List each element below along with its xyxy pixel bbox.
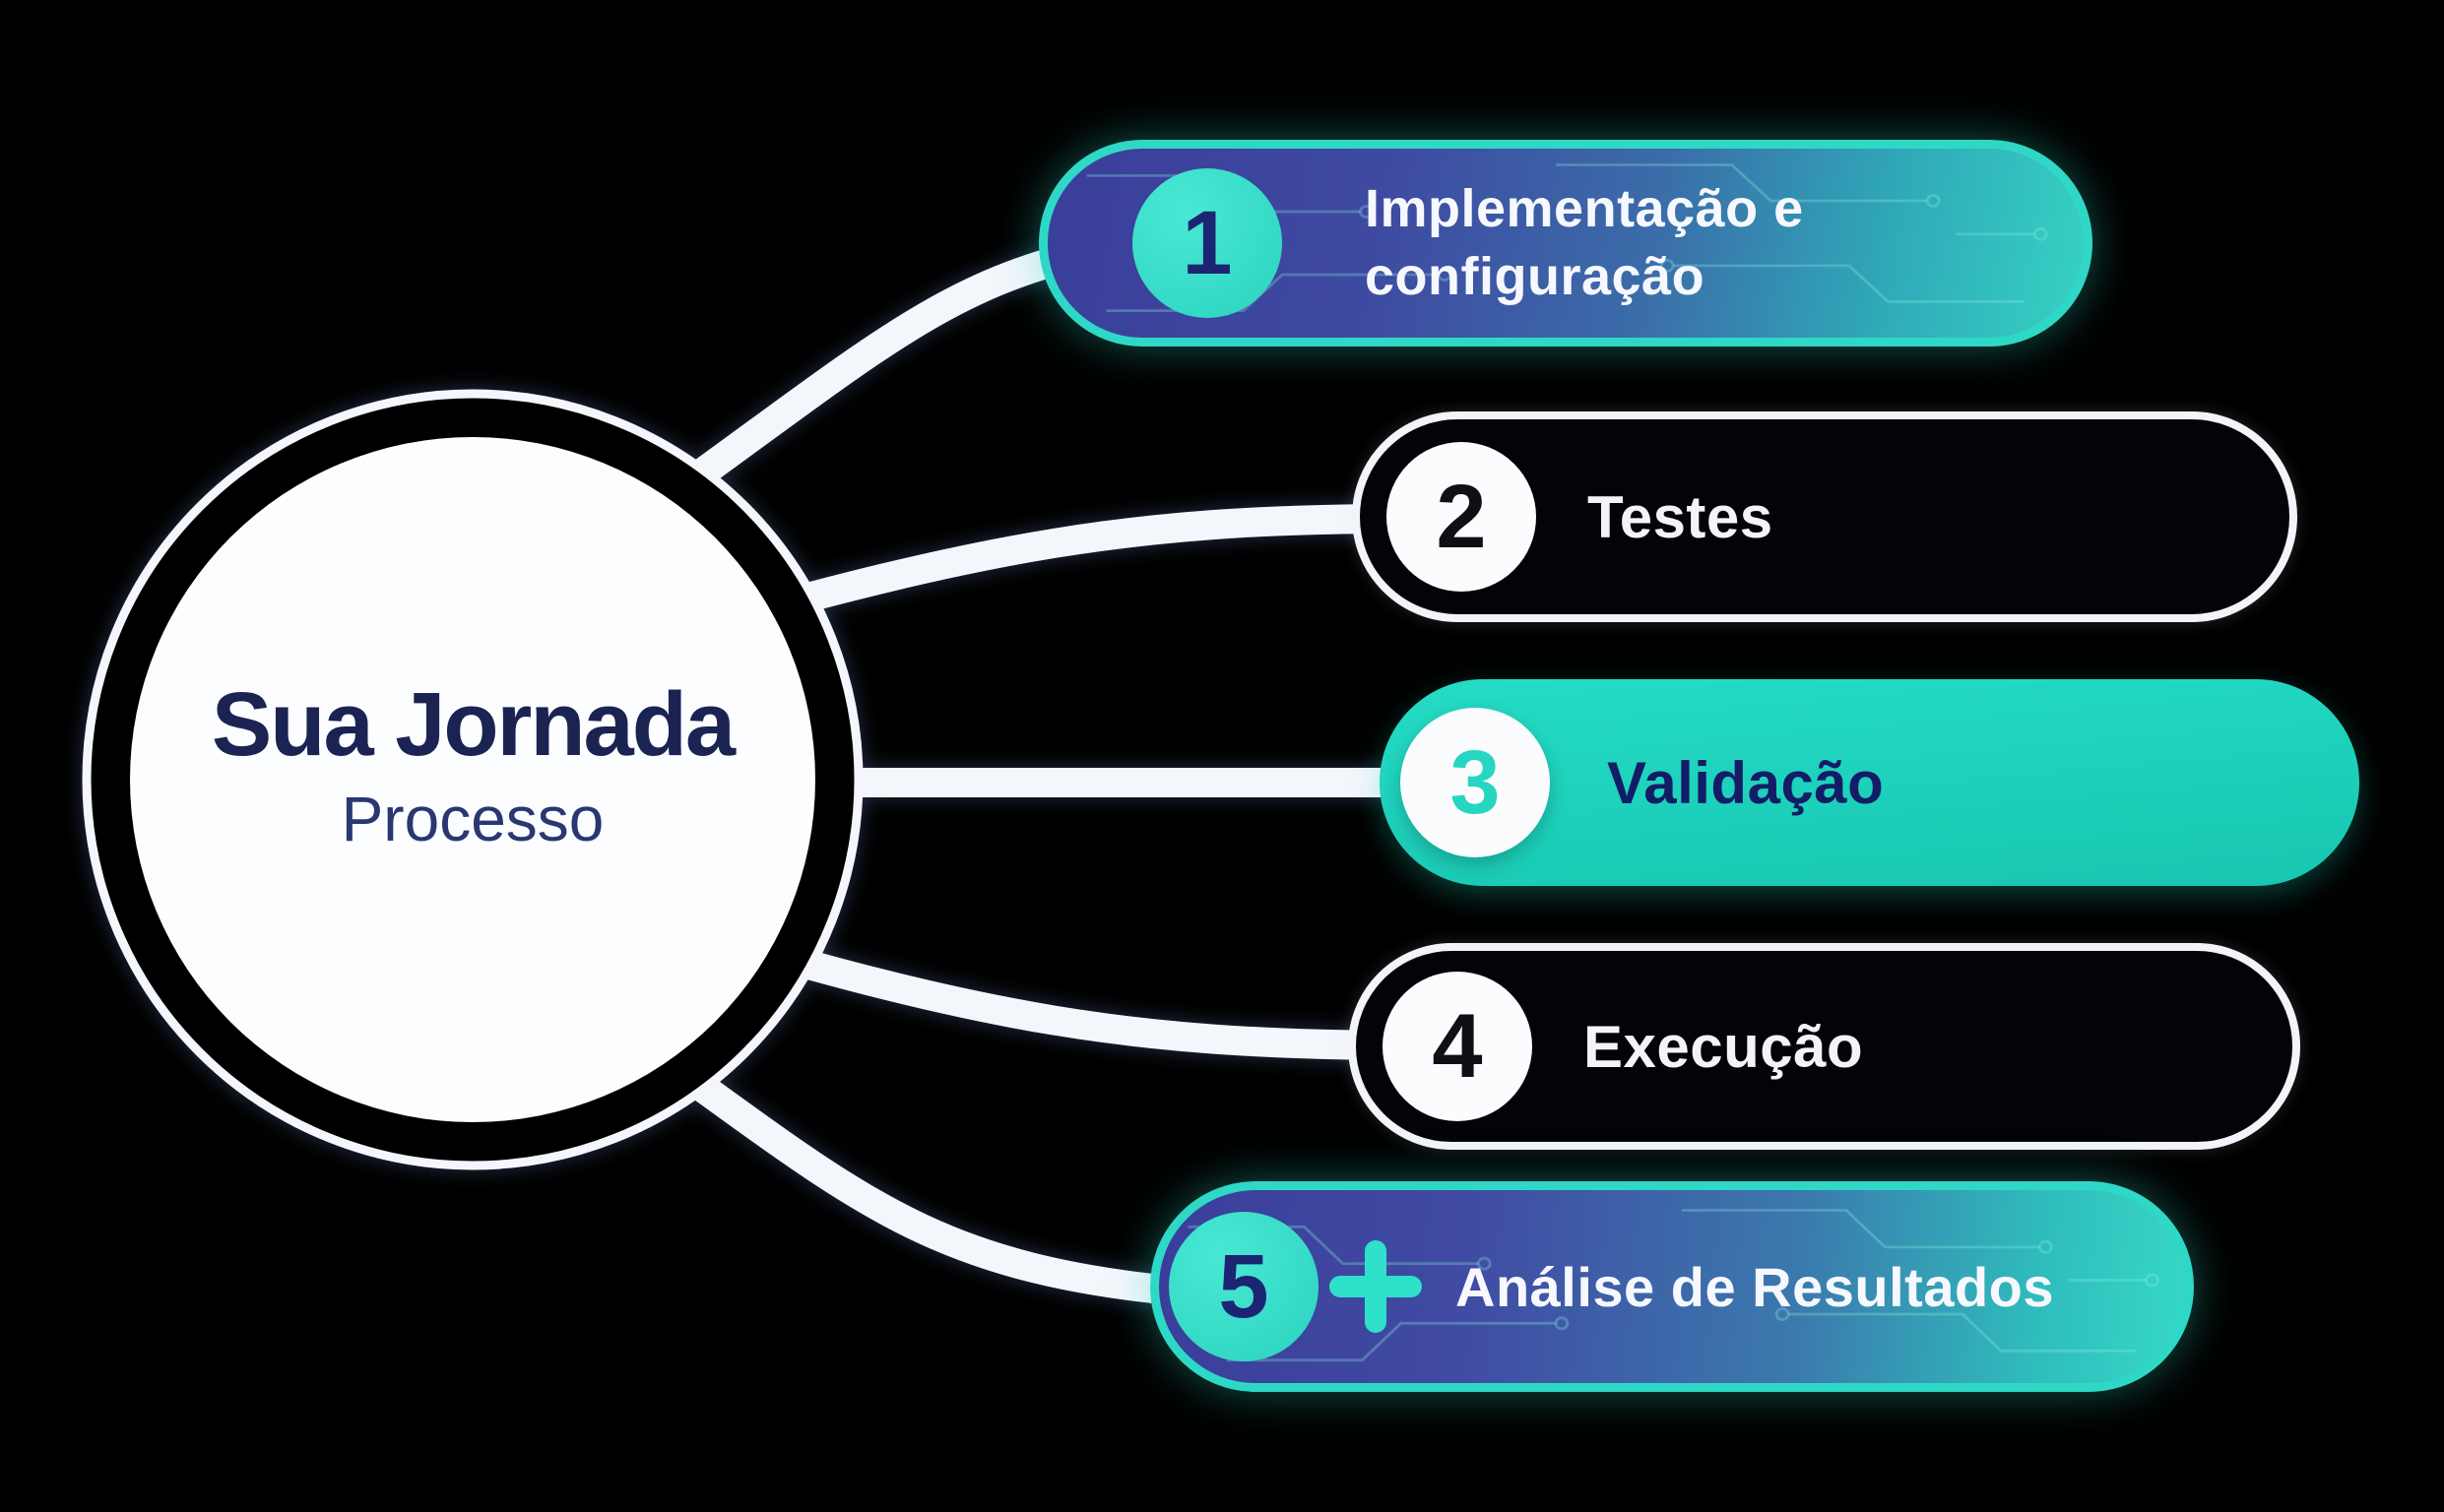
step-number-badge: 3: [1400, 708, 1550, 857]
connector-line-5: [675, 1063, 1196, 1306]
step-number: 1: [1182, 192, 1233, 293]
center-title: Sua Jornada: [211, 674, 736, 775]
step-number: 3: [1449, 731, 1501, 833]
plus-icon: [1328, 1239, 1423, 1334]
step-number-badge: 2: [1386, 442, 1536, 592]
step-number: 5: [1218, 1235, 1269, 1337]
step-label: Validação: [1607, 749, 1885, 816]
step-number: 4: [1432, 995, 1483, 1097]
step-label: Execução: [1583, 1013, 1864, 1080]
step-pill-5: 5 Análise de Resultados: [1150, 1181, 2194, 1392]
center-subtitle: Processo: [341, 783, 605, 854]
step-pill-2: 2 Testes: [1352, 411, 2297, 622]
center-node: Sua Jornada Processo: [108, 677, 837, 855]
connector-line-1: [675, 239, 1098, 497]
step-number-badge: 5: [1169, 1212, 1318, 1361]
step-label: Análise de Resultados: [1455, 1255, 2055, 1318]
step-number-badge: 4: [1383, 972, 1532, 1121]
step-pill-3: 3 Validação: [1380, 679, 2359, 886]
step-number-badge: 1: [1132, 168, 1282, 318]
step-label: Implementação e configuração: [1365, 178, 1804, 306]
step-label: Testes: [1587, 483, 1773, 550]
step-number: 2: [1436, 466, 1487, 567]
step-pill-1: 1 Implementação e configuração: [1039, 140, 2092, 346]
hub-disc: [130, 437, 815, 1122]
step-pill-4: 4 Execução: [1348, 943, 2300, 1150]
